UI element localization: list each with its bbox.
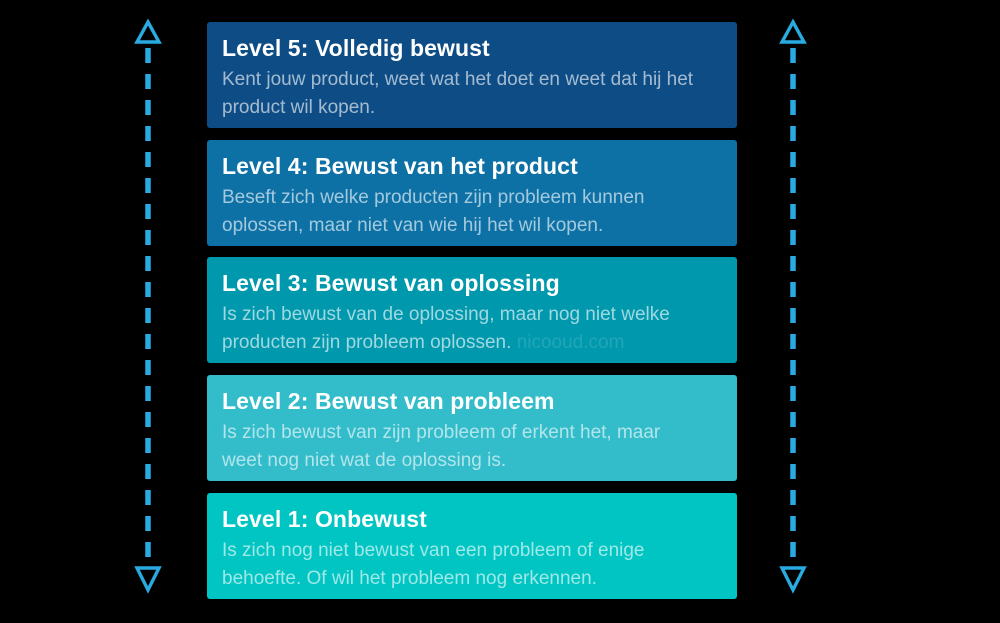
level-2-description: Is zich bewust van zijn probleem of erke… <box>222 422 661 471</box>
arrowhead-up-icon <box>779 18 807 44</box>
level-5-title: Level 5: Volledig bewust <box>222 35 490 61</box>
level-3-box: Level 3: Bewust van oplossing Is zich be… <box>207 257 737 363</box>
level-3-description: Is zich bewust van de oplossing, maar no… <box>222 301 700 357</box>
level-1-title: Level 1: Onbewust <box>222 506 427 532</box>
level-1-box: Level 1: Onbewust Is zich nog niet bewus… <box>207 493 737 599</box>
level-5-box: Level 5: Volledig bewust Kent jouw produ… <box>207 22 737 128</box>
left-dashed-double-arrow-icon <box>134 18 162 594</box>
level-1-description: Is zich nog niet bewust van een probleem… <box>222 540 645 589</box>
level-3-title: Level 3: Bewust van oplossing <box>222 270 560 296</box>
level-4-box: Level 4: Bewust van het product Beseft z… <box>207 140 737 246</box>
watermark: nicooud.com <box>516 332 625 353</box>
level-4-description: Beseft zich welke producten zijn problee… <box>222 187 645 236</box>
level-3-description-text: Is zich bewust van de oplossing, maar no… <box>222 304 670 353</box>
level-2-title: Level 2: Bewust van probleem <box>222 388 555 414</box>
arrowhead-up-icon <box>134 18 162 44</box>
level-2-box: Level 2: Bewust van probleem Is zich bew… <box>207 375 737 481</box>
right-dashed-double-arrow-icon <box>779 18 807 594</box>
arrowhead-down-icon <box>134 566 162 594</box>
level-4-title: Level 4: Bewust van het product <box>222 153 578 179</box>
level-5-description: Kent jouw product, weet wat het doet en … <box>222 69 694 118</box>
arrowhead-down-icon <box>779 566 807 594</box>
